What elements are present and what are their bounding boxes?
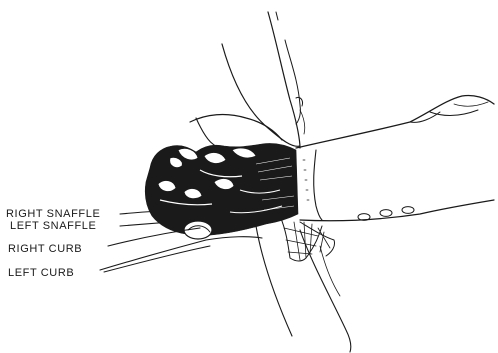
shirt-cuff [280, 216, 335, 261]
gloved-fist [145, 143, 298, 239]
label-left-snaffle: LEFT SNAFFLE [10, 220, 96, 232]
label-right-curb: RIGHT CURB [8, 243, 82, 255]
label-right-snaffle: RIGHT SNAFFLE [6, 208, 100, 220]
sleeve [296, 95, 494, 220]
label-left-curb: LEFT CURB [8, 267, 74, 279]
